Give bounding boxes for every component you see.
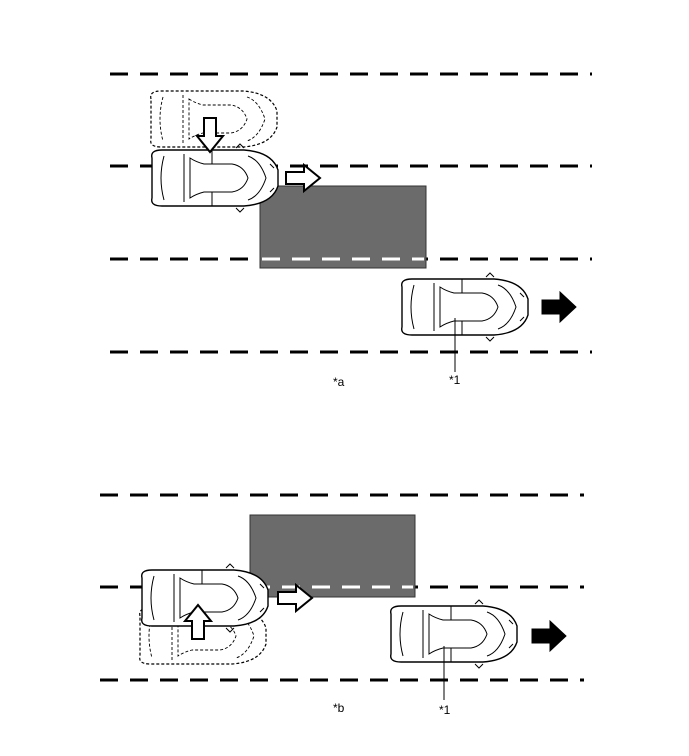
detection-area-block xyxy=(259,185,427,269)
detection-area-block xyxy=(249,514,416,598)
callout-label: *1 xyxy=(449,373,461,387)
panel-a: *1 *a xyxy=(110,72,592,389)
ego-car-icon xyxy=(151,143,279,213)
panel-label: *a xyxy=(333,375,345,389)
target-car-icon xyxy=(401,272,529,342)
callout-label: *1 xyxy=(439,703,451,717)
target-car-icon xyxy=(390,599,518,669)
panel-label: *b xyxy=(333,701,345,715)
solid-arrow-right-icon xyxy=(541,291,577,323)
panel-b: *1 *b xyxy=(100,493,584,717)
solid-arrow-right-icon xyxy=(531,620,567,652)
